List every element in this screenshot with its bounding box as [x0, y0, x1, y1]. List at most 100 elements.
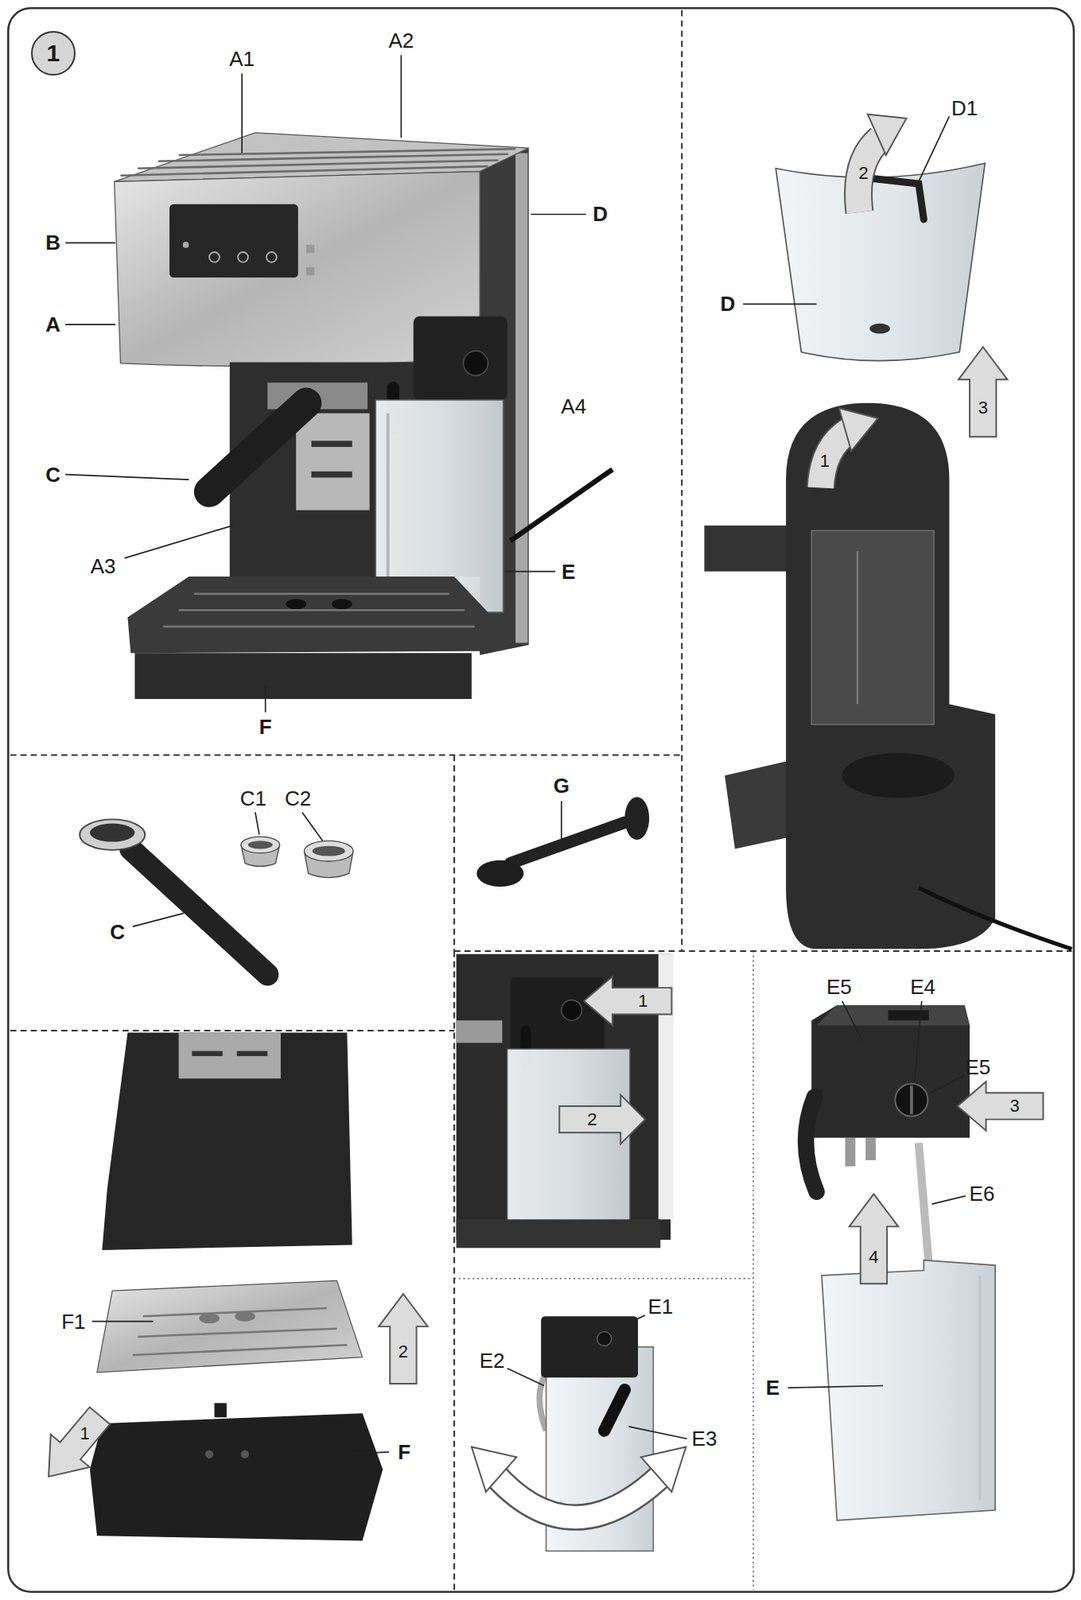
step-number: 1 — [79, 1425, 90, 1443]
portafilter — [79, 819, 145, 850]
panel-divider — [680, 10, 683, 952]
milk-head — [909, 1085, 914, 1115]
espresso-machine — [306, 244, 315, 253]
espresso-machine — [209, 403, 307, 493]
panel-divider — [454, 950, 1072, 953]
leader-line — [628, 1427, 687, 1439]
milk-head — [805, 1096, 817, 1192]
leader-line — [788, 1001, 966, 1389]
part-label: C2 — [284, 788, 312, 809]
milk-head — [918, 1143, 930, 1266]
leader-line — [65, 323, 116, 326]
measuring-scoop — [510, 822, 626, 864]
part-label: E3 — [692, 1428, 718, 1450]
part-label: E6 — [969, 1183, 996, 1205]
part-label: E5 — [964, 1057, 991, 1078]
milk-container — [821, 1260, 996, 1521]
filter-basket — [312, 846, 346, 857]
rotation-arrow — [471, 1447, 517, 1493]
leader-line — [842, 1001, 864, 1042]
machine-base — [237, 1051, 268, 1057]
drip-tray — [214, 1403, 227, 1418]
espresso-machine — [285, 598, 307, 610]
espresso-machine — [120, 148, 516, 175]
step-number: 2 — [859, 164, 869, 183]
panel-divider — [453, 755, 455, 952]
water-tank — [872, 178, 924, 220]
machine-base — [101, 1033, 352, 1251]
step-number: 3 — [978, 399, 988, 417]
espresso-machine — [510, 469, 613, 541]
espresso-machine — [386, 413, 390, 603]
machine-detail — [507, 1049, 630, 1225]
motion-arrow — [559, 1095, 646, 1145]
leader-line — [255, 812, 260, 835]
part-label: D1 — [951, 97, 978, 119]
leader-line — [507, 1368, 545, 1387]
drip-tray — [241, 1450, 249, 1459]
motion-arrow — [839, 408, 879, 452]
leader-line — [507, 1315, 688, 1439]
frame — [7, 7, 1074, 1592]
step-number: 4 — [868, 1248, 879, 1267]
milk-jug — [604, 1390, 626, 1431]
filter-basket — [241, 836, 280, 854]
leader-line — [914, 1001, 922, 1082]
leader-line — [92, 1322, 389, 1455]
part-label: C — [109, 921, 125, 943]
drip-grid — [97, 1280, 363, 1373]
milk-jug — [597, 1332, 612, 1347]
motion-arrow — [378, 1294, 428, 1385]
espresso-machine — [295, 413, 370, 511]
leader-line — [560, 801, 563, 844]
espresso-machine — [209, 252, 220, 263]
leader-line — [932, 1196, 966, 1205]
leader-line — [400, 54, 403, 138]
portafilter — [130, 849, 268, 976]
part-label: A2 — [388, 30, 414, 51]
part-label: G — [553, 775, 570, 797]
water-tank — [775, 163, 985, 361]
machine-detail — [456, 954, 674, 1249]
part-label: C1 — [240, 788, 267, 809]
leader-line — [65, 242, 116, 245]
rotation-arrow — [492, 1471, 666, 1518]
milk-head — [887, 1010, 929, 1021]
motion-arrow — [559, 976, 672, 1144]
espresso-machine — [331, 598, 353, 610]
espresso-machine — [237, 252, 249, 263]
leader-line — [918, 116, 949, 182]
espresso-machine — [311, 440, 352, 448]
machine-detail — [456, 1219, 662, 1249]
milk-container — [978, 1275, 982, 1501]
motion-arrow — [583, 976, 672, 1027]
part-label: D — [592, 203, 608, 225]
espresso-machine — [169, 204, 299, 278]
milk-head — [816, 1005, 970, 1027]
leader-line — [132, 812, 323, 927]
espresso-machine — [182, 241, 190, 249]
drip-grid — [234, 1311, 256, 1323]
drip-grid — [132, 1308, 347, 1356]
leader-line — [560, 801, 563, 844]
espresso-machine — [311, 471, 352, 479]
part-label: E5 — [826, 976, 852, 998]
part-label: F1 — [61, 1311, 86, 1333]
machine-rear-view — [703, 525, 791, 572]
machine-base — [178, 1033, 281, 1080]
part-label: A4 — [560, 396, 587, 417]
panel-divider — [453, 951, 455, 1591]
leader-line — [65, 474, 189, 480]
milk-container — [821, 1260, 996, 1521]
leader-line — [608, 1315, 646, 1334]
espresso-machine — [134, 653, 471, 700]
leader-line — [241, 73, 243, 153]
motion-arrow — [858, 139, 880, 213]
motion-arrow — [820, 430, 850, 488]
rotation-arrow — [471, 1447, 686, 1519]
espresso-machine — [515, 152, 528, 643]
part-label: E2 — [479, 1350, 506, 1372]
step-number: 1 — [820, 452, 830, 471]
